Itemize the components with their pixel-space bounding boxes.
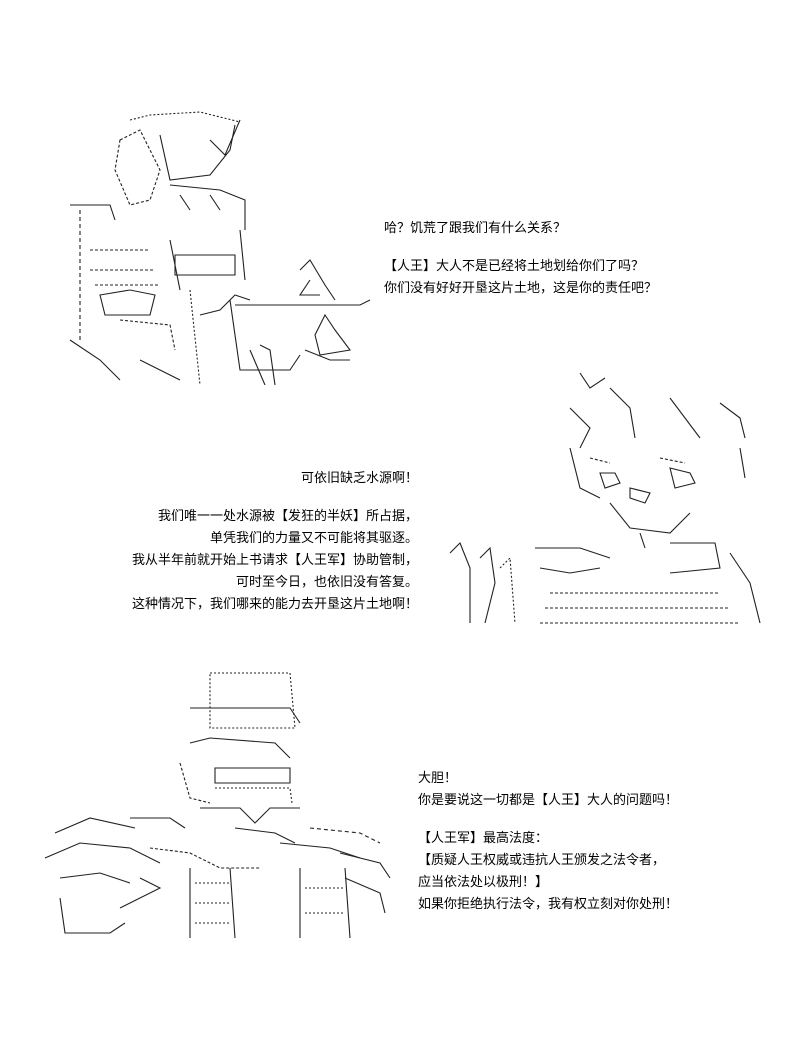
dialog-line: 单凭我们的力量又不可能将其驱逐。 — [209, 531, 418, 546]
official-figure-art — [60, 110, 380, 385]
dialog-line: 哈？饥荒了跟我们有什么关系？ — [384, 221, 567, 236]
dialog-line: 【质疑人王权威或违抗人王颁发之法令者， — [418, 853, 666, 868]
panel2-dialog: 可依旧缺乏水源啊！ 我们唯一一处水源被【发狂的半妖】所占据， 单凭我们的力量又不… — [132, 468, 418, 616]
youth-figure-art — [440, 368, 780, 633]
dialog-line: 你是要说这一切都是【人王】大人的问题吗！ — [418, 793, 679, 808]
dialog-line: 可依旧缺乏水源啊！ — [300, 471, 418, 486]
dialog-spacer — [132, 490, 418, 506]
dialog-line: 【人王军】最高法度： — [418, 831, 549, 846]
dialog-line: 【人王】大人不是已经将土地划给你们了吗？ — [384, 259, 645, 274]
dialog-line: 我们唯一一处水源被【发狂的半妖】所占据， — [157, 509, 418, 524]
dialog-line: 如果你拒绝执行法令，我有权立刻对你处刑！ — [418, 897, 679, 912]
dialog-line: 这种情况下，我们哪来的能力去开垦这片土地啊！ — [131, 597, 418, 612]
dialog-line: 大胆！ — [418, 771, 458, 786]
dialog-line: 可时至今日，也依旧没有答复。 — [235, 575, 418, 590]
dialog-spacer — [418, 812, 678, 828]
dialog-line: 你们没有好好开垦这片土地，这是你的责任吧？ — [384, 281, 658, 296]
panel3-dialog: 大胆！ 你是要说这一切都是【人王】大人的问题吗！ 【人王军】最高法度： 【质疑人… — [418, 768, 678, 916]
soldier-figure-art — [40, 668, 400, 943]
dialog-line: 应当依法处以极刑！】 — [418, 875, 549, 890]
dialog-line: 我从半年前就开始上书请求【人王军】协助管制， — [131, 553, 418, 568]
dialog-spacer — [384, 240, 657, 256]
panel1-dialog: 哈？饥荒了跟我们有什么关系？ 【人王】大人不是已经将土地划给你们了吗？ 你们没有… — [384, 218, 657, 300]
